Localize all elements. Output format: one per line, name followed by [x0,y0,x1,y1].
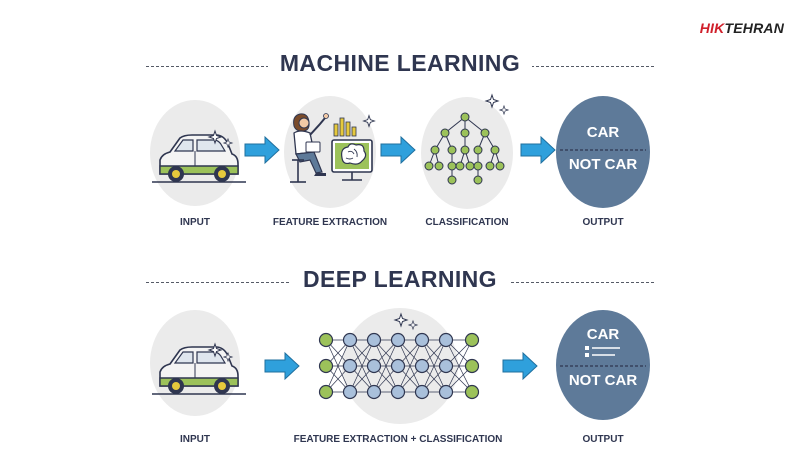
network-node [414,384,430,400]
checklist-icon [585,346,620,357]
network-node [342,358,358,374]
ml-arrow-icon-3 [520,136,556,164]
dl-output-circle [556,310,650,420]
neural-network-icon [318,332,480,400]
network-edge [373,339,399,393]
network-node [438,358,454,374]
network-node [464,332,480,348]
network-edge [325,339,351,393]
ml-output-not-car: NOT CAR [568,156,638,173]
network-node [318,358,334,374]
brand-logo: HIKTEHRAN [700,20,784,36]
network-edge [349,339,375,393]
dl-title-text: DEEP LEARNING [291,266,509,292]
network-node [464,358,480,374]
ml-classification-illustration [421,94,513,209]
dl-output-car: CAR [586,326,620,343]
ml-section-title: MACHINE LEARNING [0,50,800,77]
network-node [438,384,454,400]
ml-output-car: CAR [586,124,620,141]
logo-part-red: HIK [699,20,725,36]
ml-label-classification: CLASSIFICATION [425,217,509,228]
person-icon [290,113,329,183]
network-node [464,384,480,400]
network-node [390,332,406,348]
dl-label-input: INPUT [180,434,210,445]
network-node [318,332,334,348]
decision-tree-icon [424,112,505,185]
network-edge [421,339,447,393]
ml-output-circle [556,96,650,208]
network-edge [397,339,423,393]
ml-arrow-icon-1 [244,136,280,164]
ml-output-illustration [556,96,650,208]
ml-label-output: OUTPUT [582,217,624,228]
network-node [390,358,406,374]
dl-output-illustration [556,310,650,420]
dl-label-feature-extraction-classification: FEATURE EXTRACTION + CLASSIFICATION [293,434,503,445]
network-node [342,332,358,348]
ml-arrow-icon-2 [380,136,416,164]
network-node [366,332,382,348]
dl-arrow-icon-2 [502,352,538,380]
ml-label-feature-extraction: FEATURE EXTRACTION [272,217,388,228]
network-node [390,384,406,400]
network-edge [445,339,473,393]
network-node [318,384,334,400]
ml-input-illustration [150,100,247,206]
ml-label-input: INPUT [180,217,210,228]
dl-neural-network-illustration [318,308,480,424]
dl-section-title: DEEP LEARNING [0,266,800,293]
dl-label-output: OUTPUT [582,434,624,445]
logo-part-dark: TEHRAN [724,20,784,36]
dl-arrow-icon-1 [264,352,300,380]
bar-chart-icon [333,117,357,137]
network-node [366,384,382,400]
network-node [414,358,430,374]
dl-output-not-car: NOT CAR [568,372,638,389]
ml-tree-sparkle-small-icon [499,105,509,115]
network-node [414,332,430,348]
network-node [438,332,454,348]
network-node [342,384,358,400]
dl-input-illustration [150,310,247,416]
network-node [366,358,382,374]
ml-feature-extraction-illustration [284,96,376,208]
brain-icon [341,143,367,165]
ml-title-text: MACHINE LEARNING [267,50,533,76]
